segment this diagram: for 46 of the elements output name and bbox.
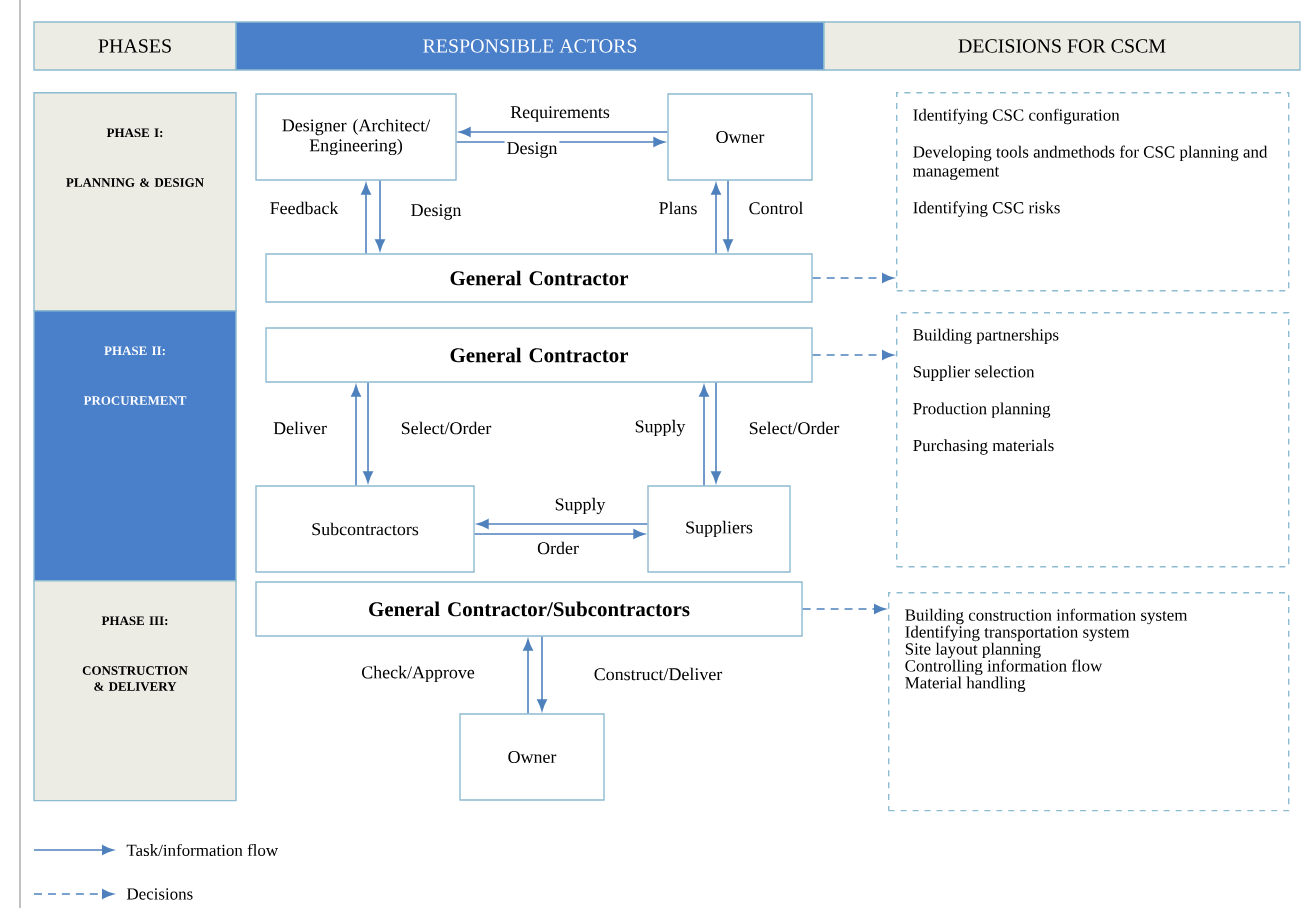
actor-box: General Contractor/Subcontractors (255, 581, 803, 637)
header-cell: RESPONSIBLE ACTORS (235, 21, 825, 71)
actor-box: Designer (Architect/ Engineering) (255, 93, 457, 181)
edge-label: Supply (632, 417, 688, 439)
legend-text: Task/information flow (126, 843, 279, 856)
arrow (351, 385, 361, 487)
arrow (523, 639, 533, 715)
arrow (459, 127, 669, 137)
actor-box: General Contractor (265, 253, 813, 303)
arrow (375, 179, 385, 251)
arrow (477, 519, 649, 529)
edge-label: Construct/Deliver (591, 665, 725, 683)
decision-box: Building construction information system Identifying transportation system Site layout planning Controlling information flow Material handling (888, 592, 1290, 812)
arrow (363, 381, 373, 483)
edge-label: Design (408, 202, 464, 222)
actor-box: Subcontractors (255, 485, 475, 573)
edge-label: Order (535, 539, 581, 557)
arrow (811, 350, 894, 360)
edge-label: Check/Approve (359, 663, 477, 685)
header-cell: PHASES (33, 21, 237, 71)
arrow (711, 381, 721, 483)
arrow (811, 273, 894, 283)
actor-box: General Contractor (265, 327, 813, 383)
arrow (801, 604, 886, 614)
legend-text: Decisions (126, 888, 193, 900)
edge-label: Select/Order (746, 419, 842, 437)
arrow (361, 183, 371, 255)
edge-label: Feedback (267, 199, 341, 217)
edge-label: Supply (552, 495, 608, 517)
arrow (537, 635, 547, 711)
edge-label: Requirements (508, 104, 612, 124)
arrow (711, 183, 721, 255)
edge-label: Design (504, 140, 560, 160)
actor-box: Owner (459, 713, 605, 801)
arrow (699, 385, 709, 487)
edge-label: Deliver (271, 419, 329, 437)
edge-label: Control (746, 199, 806, 217)
decision-box: Building partnerships Supplier selection Production planning Purchasing materials (896, 312, 1290, 568)
actor-box: Owner (667, 93, 813, 181)
edge-label: Select/Order (398, 419, 494, 437)
edge-label: Plans (656, 199, 700, 217)
header-cell: DECISIONS FOR CSCM (823, 21, 1301, 71)
arrow (723, 179, 733, 251)
arrow (473, 529, 645, 539)
actor-box: Suppliers (647, 485, 791, 573)
decision-box: Identifying CSC configuration Developing tools andmethods for CSC planning and management Identifying CSC risks (896, 92, 1290, 292)
